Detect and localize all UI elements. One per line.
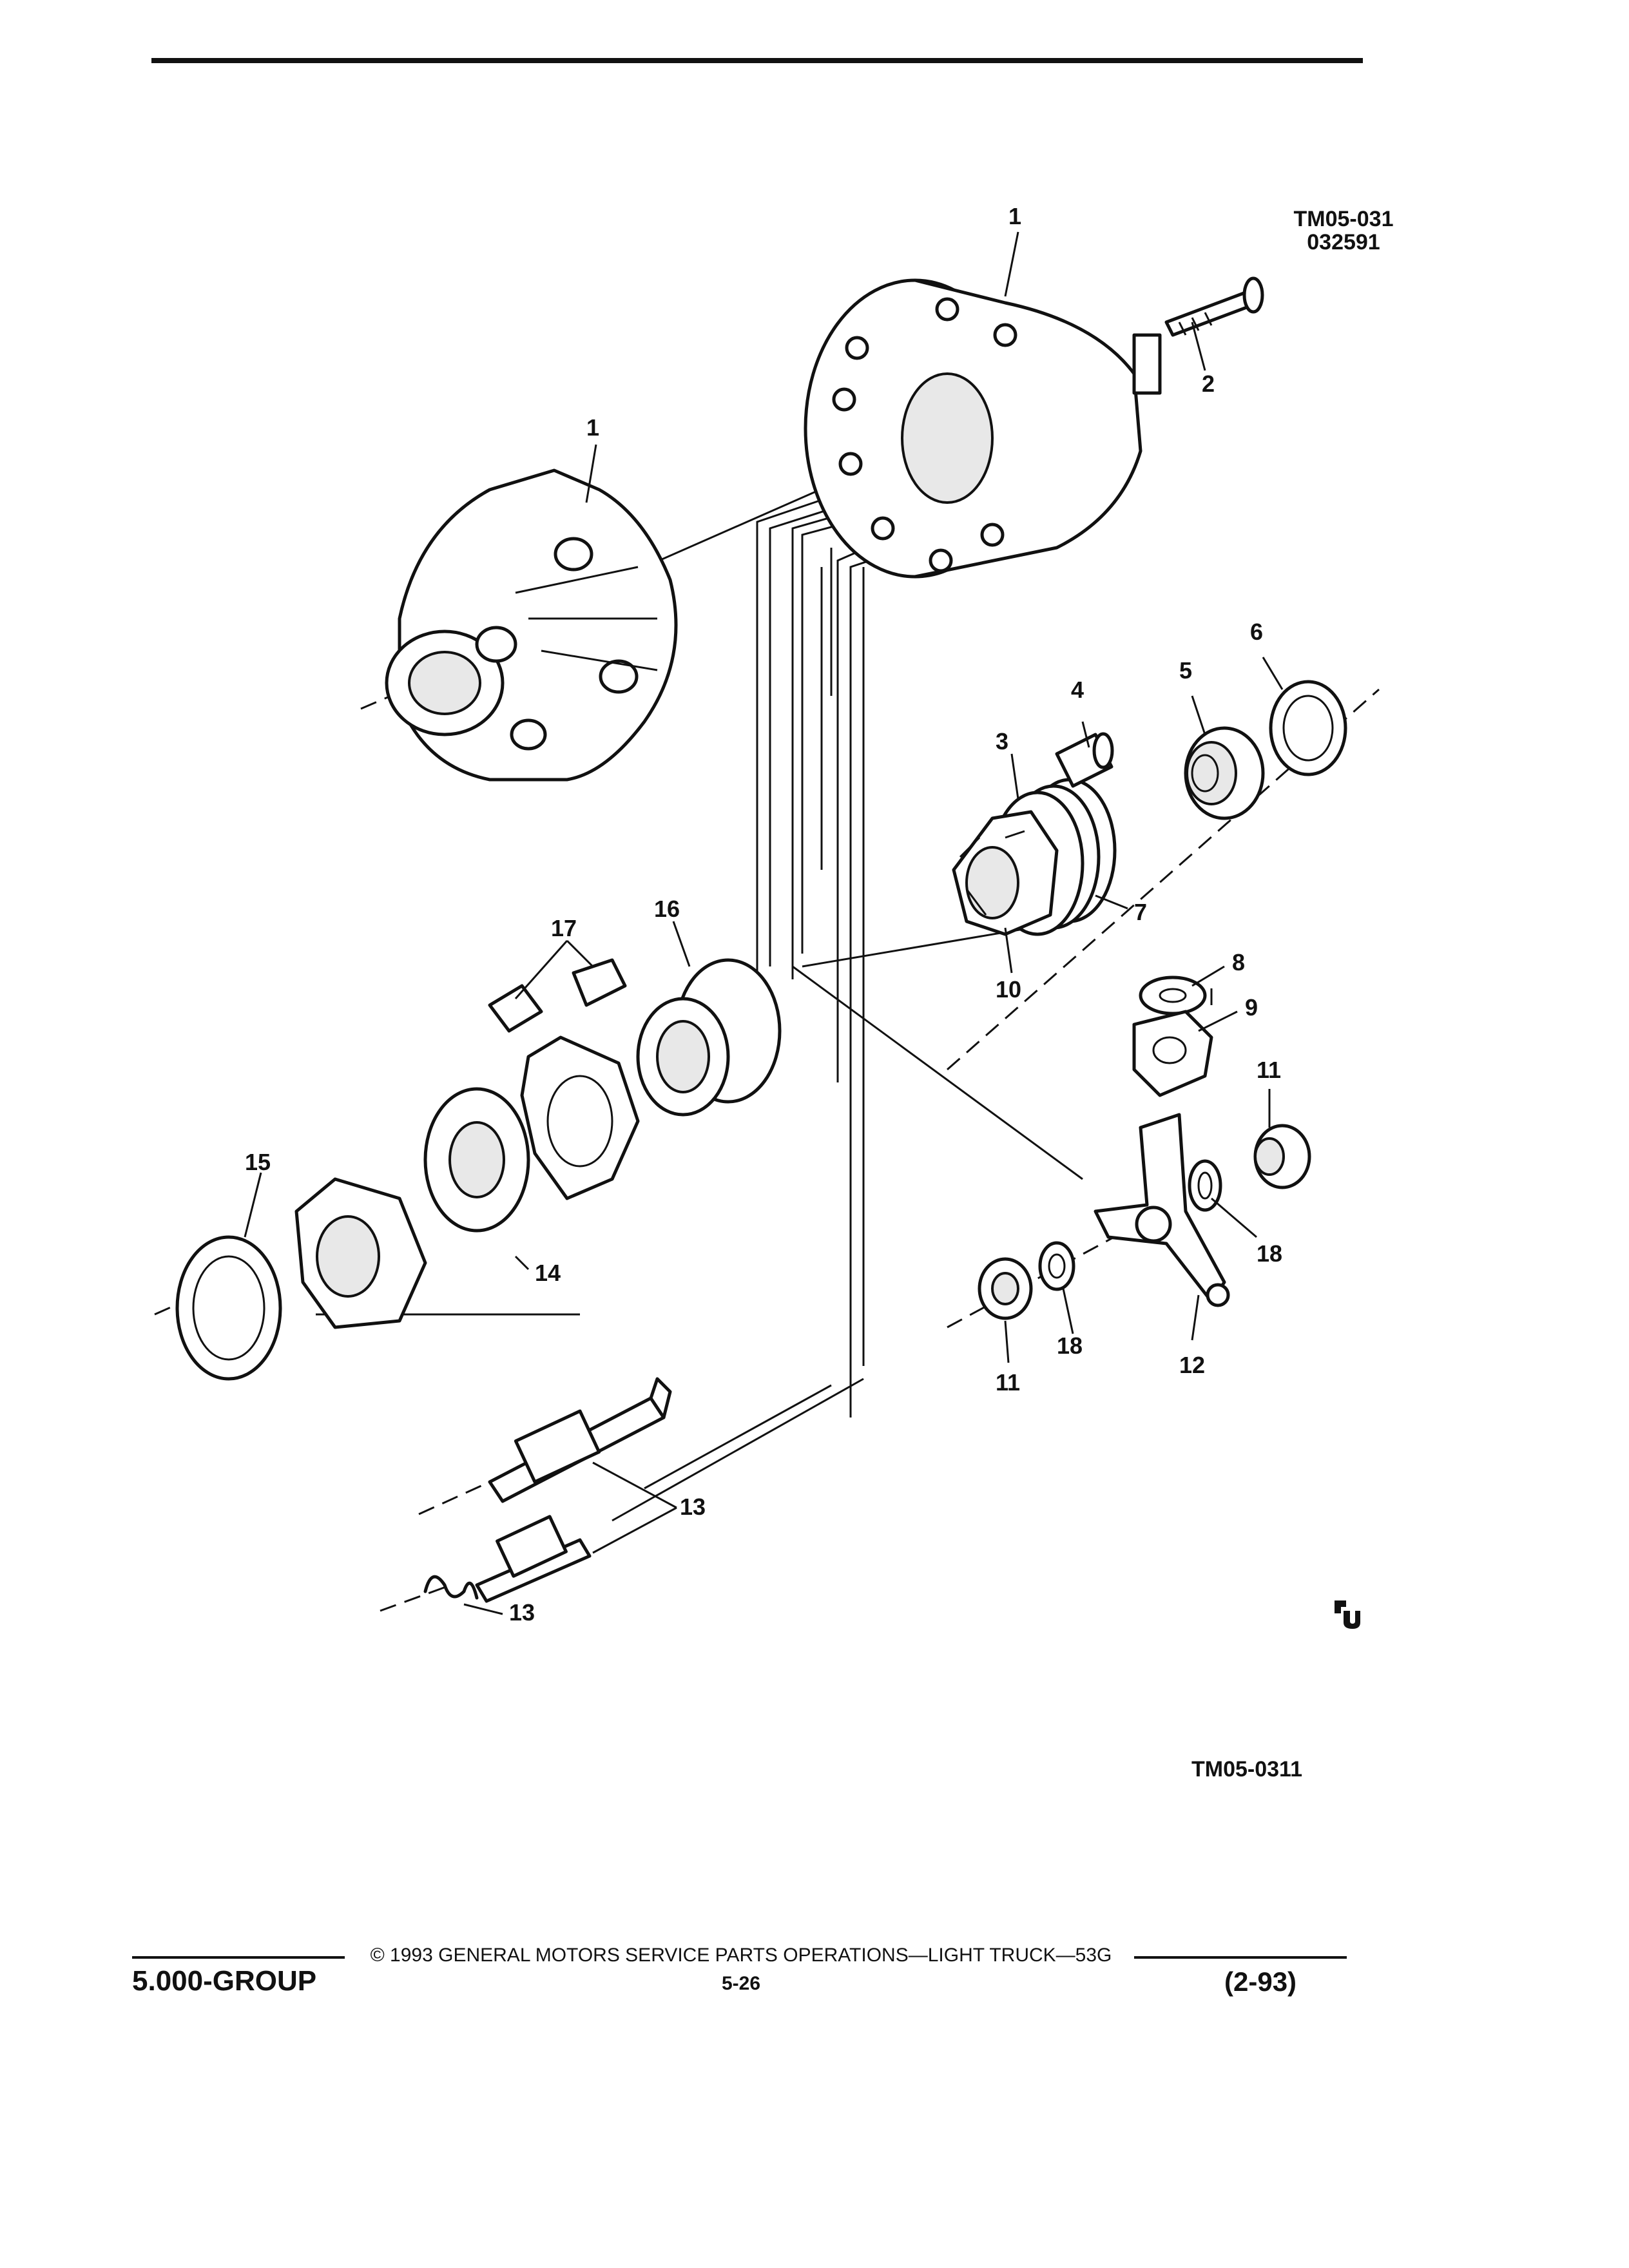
- clutch-housing: [294, 1177, 427, 1329]
- bolt: [1164, 276, 1264, 337]
- figure-ref-top: TM05-031 032591: [1263, 207, 1424, 254]
- figure-ref-bottom: TM05-0311: [1191, 1757, 1302, 1782]
- clutch-plate-outer: [520, 1035, 640, 1200]
- case-half-right: [804, 278, 1162, 579]
- footer-rule-right: [1134, 1956, 1347, 1959]
- callout-14: 14: [535, 1260, 561, 1286]
- callout-11-upper: 11: [1257, 1057, 1282, 1083]
- shaft-upper: [488, 1377, 672, 1503]
- footer-copyright: © 1993 GENERAL MOTORS SERVICE PARTS OPER…: [370, 1945, 1112, 1966]
- callout-8: 8: [1232, 949, 1246, 975]
- thrust-washer: [1269, 680, 1347, 776]
- clutch-disc: [423, 1087, 530, 1233]
- callout-5: 5: [1179, 657, 1193, 684]
- callout-15: 15: [245, 1149, 271, 1175]
- axis-lines: [154, 669, 1380, 1612]
- callout-12: 12: [1179, 1352, 1206, 1378]
- side-bearing-upper: [1253, 1124, 1311, 1189]
- gm-spo-logo-icon: [1335, 1600, 1360, 1629]
- figure-ref-code: TM05-031: [1293, 207, 1394, 231]
- shaft-lower: [475, 1515, 592, 1603]
- coil-spring: [423, 1575, 479, 1600]
- callout-13-upper: 13: [680, 1494, 706, 1520]
- callout-18-right: 18: [1257, 1240, 1283, 1267]
- callout-6: 6: [1250, 619, 1264, 645]
- callout-16: 16: [654, 896, 680, 922]
- callout-7: 7: [1134, 899, 1148, 925]
- pinion-gear: [1132, 1010, 1213, 1097]
- callout-1-left: 1: [586, 414, 600, 441]
- callout-18-lower: 18: [1057, 1332, 1083, 1359]
- callout-1-right: 1: [1008, 203, 1022, 229]
- seal: [175, 1235, 282, 1381]
- footer-rule-left: [132, 1956, 345, 1959]
- callout-10: 10: [996, 976, 1022, 1003]
- footer-page-number: 5-26: [721, 1973, 761, 1994]
- clutch-pack: [952, 778, 1117, 936]
- callout-2: 2: [1202, 370, 1215, 397]
- footer-group: 5.000-GROUP: [132, 1965, 317, 1997]
- callout-13-lower: 13: [509, 1599, 535, 1626]
- callout-9: 9: [1245, 994, 1258, 1021]
- callout-17: 17: [551, 915, 577, 941]
- figure-ref-date: 032591: [1307, 230, 1380, 255]
- callout-11-lower: 11: [996, 1369, 1021, 1396]
- callout-4: 4: [1071, 677, 1084, 703]
- spacer-upper: [1188, 1159, 1222, 1212]
- pin: [1055, 732, 1114, 788]
- side-bearing-lower: [978, 1257, 1033, 1320]
- top-rule: [151, 58, 1363, 63]
- spacer-lower: [1038, 1241, 1075, 1291]
- side-gear-hub: [636, 958, 782, 1117]
- shim-pair: [488, 958, 627, 1033]
- callout-3: 3: [996, 728, 1009, 754]
- callout-leaders: [244, 231, 1284, 1615]
- cross-shaft: [1094, 1113, 1230, 1307]
- bearing: [1184, 726, 1265, 820]
- footer-date: (2-93): [1224, 1966, 1297, 1997]
- case-half-left: [385, 468, 678, 782]
